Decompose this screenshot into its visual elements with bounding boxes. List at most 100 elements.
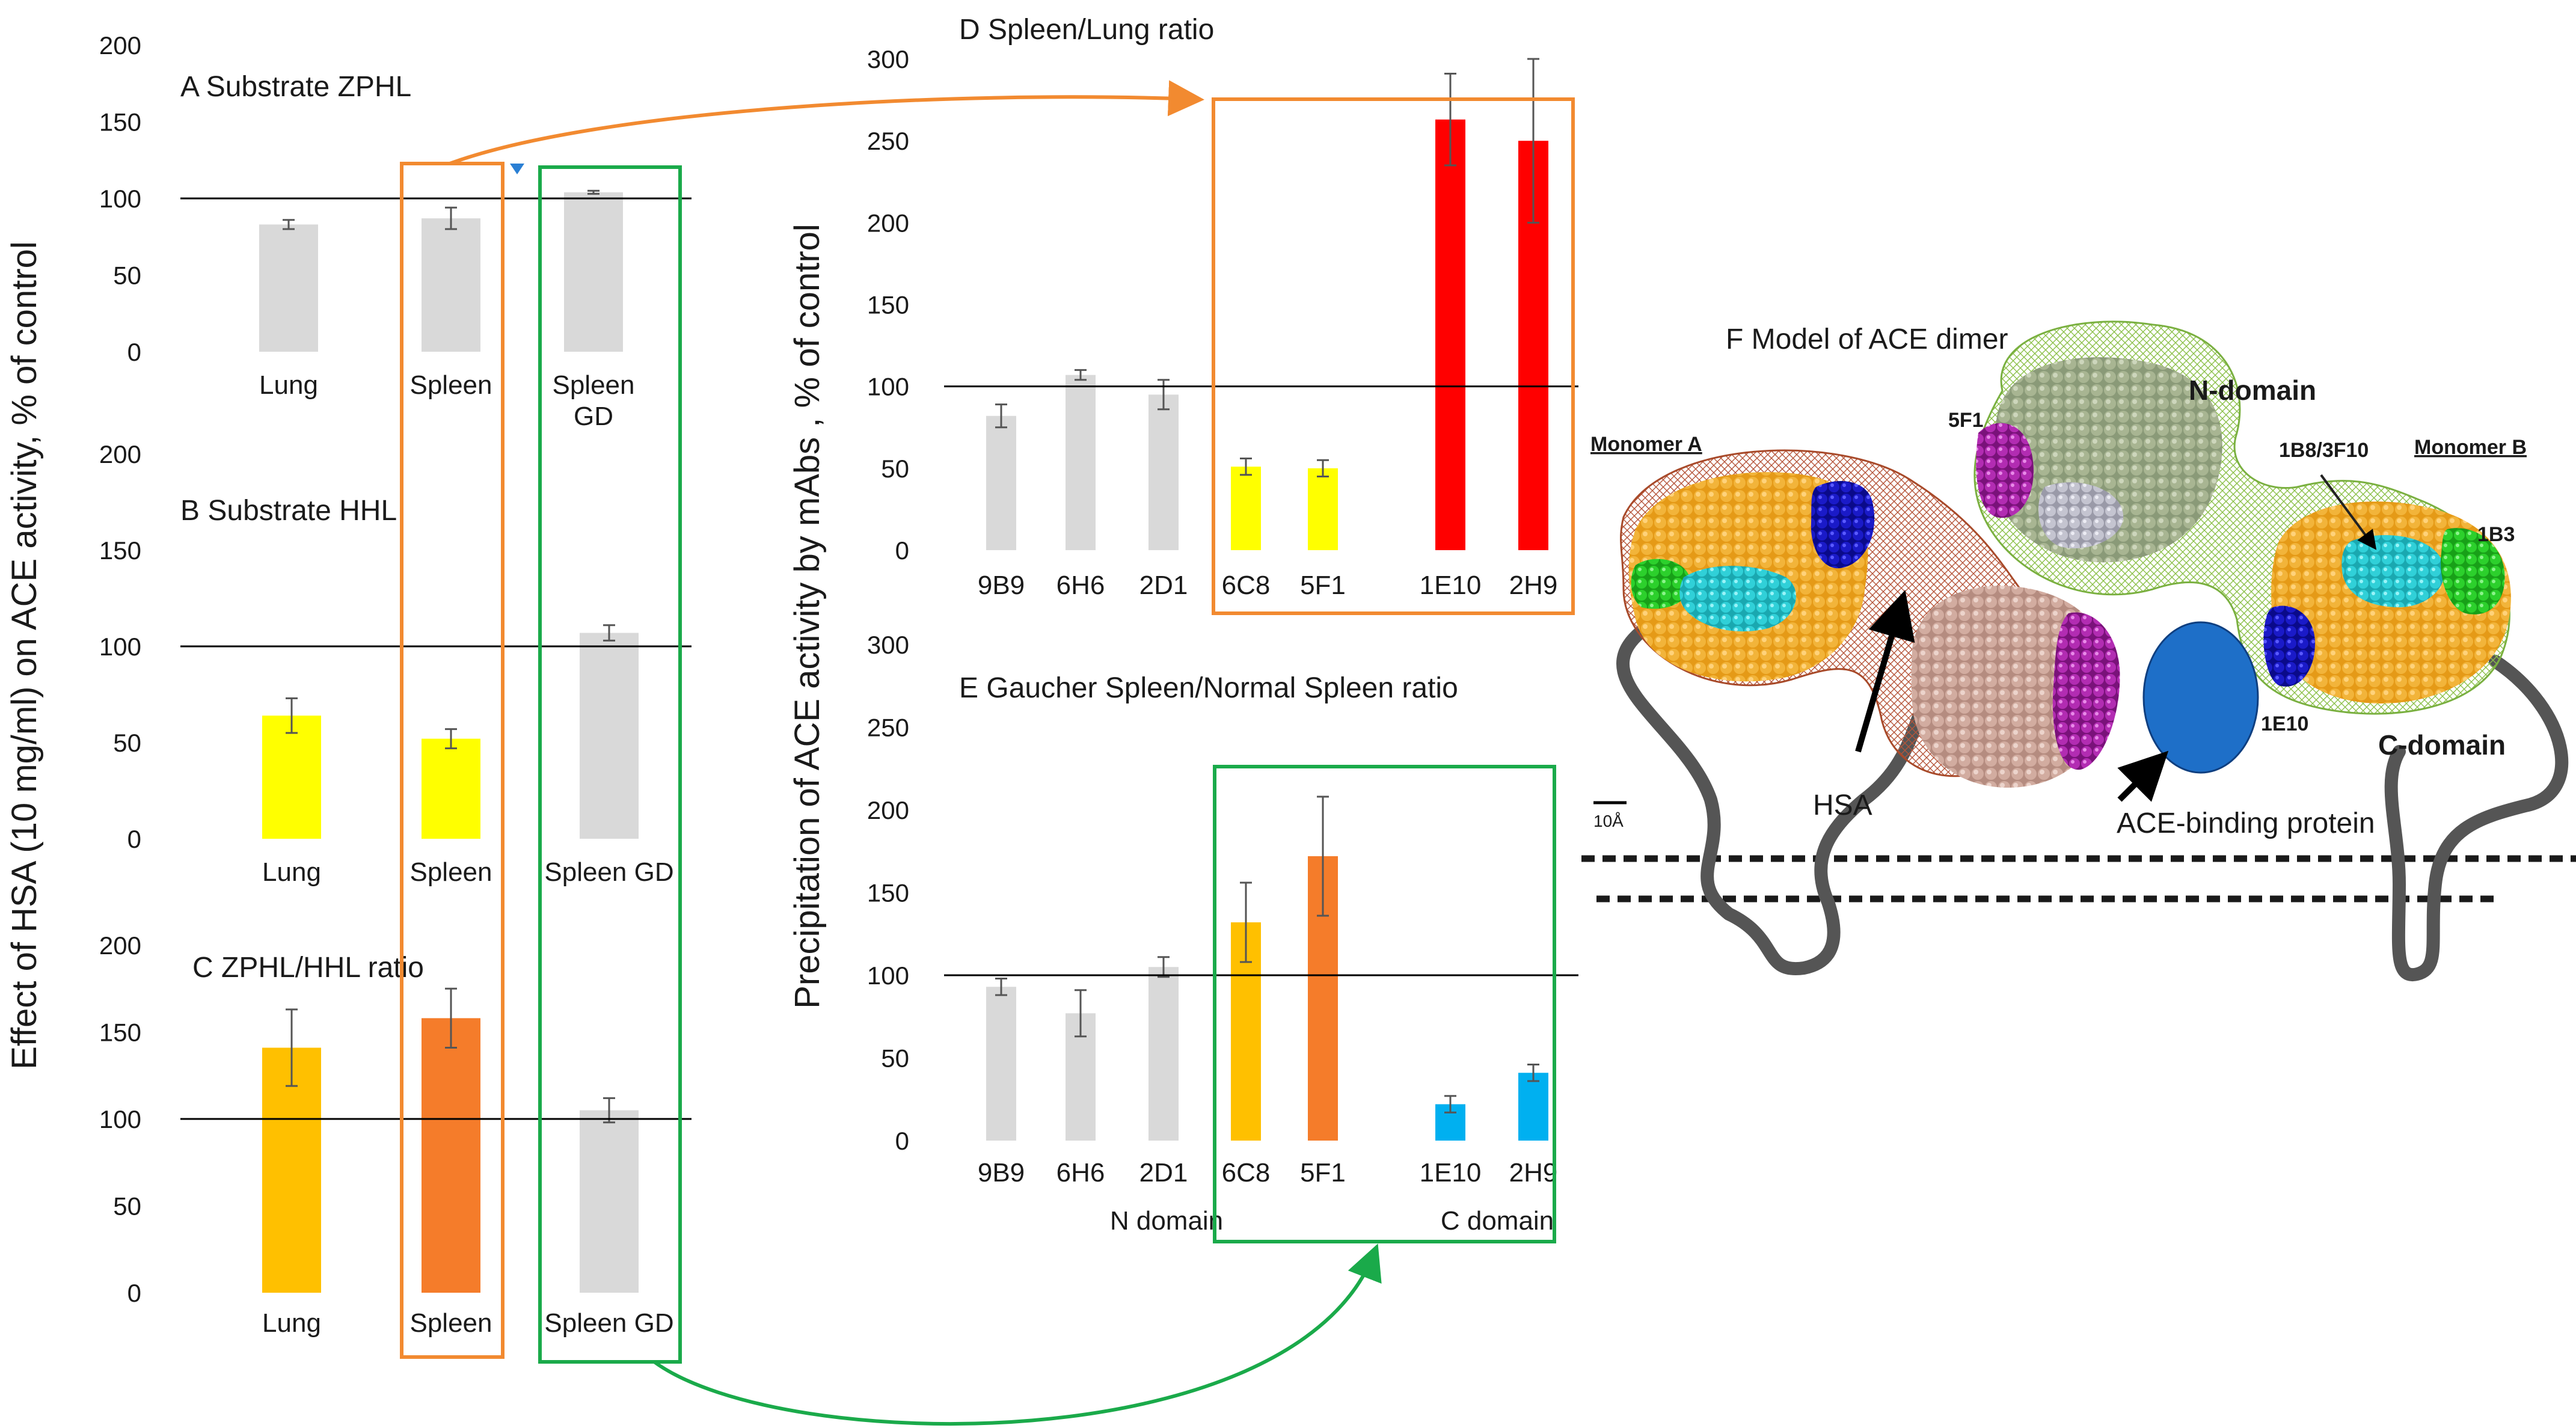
patch-cyan [2341,535,2445,607]
ace-binding-protein-shape [2142,621,2259,774]
highlight-spleen-gd-column [538,165,682,1364]
y-tick-label: 200 [99,31,141,60]
bar [262,1047,321,1293]
category-label: Spleen [409,370,492,400]
arrow-1b8 [2320,474,2377,550]
y-tick-label: 200 [99,931,141,960]
y-tick-label: 200 [867,796,909,824]
category-label: Spleen GD [544,1308,673,1338]
ylabel-mid: Precipitation of ACE activity by mAbs , … [788,224,827,1009]
arrow-orange [449,80,1204,165]
chart-D: D Spleen/Lung ratio 0501001502002503009B… [867,14,1578,600]
bar [986,415,1016,550]
category-label: 5F1 [1300,1158,1346,1187]
label-c-domain: C-domain [2378,729,2506,761]
y-tick-label: 50 [113,729,141,757]
label-n-domain: N-domain [2189,375,2316,406]
label-ace-binding-protein: ACE-binding protein [2117,807,2375,839]
bar [986,987,1016,1141]
patch-green [2441,528,2505,614]
label-1b3: 1B3 [2477,523,2515,546]
label-1b8-3f10: 1B8/3F10 [2279,439,2369,462]
category-label: Spleen [409,1308,492,1338]
y-tick-label: 100 [99,185,141,213]
chart-title: E Gaucher Spleen/Normal Spleen ratio [959,672,1458,704]
y-tick-label: 200 [99,440,141,468]
bar [1066,375,1096,550]
category-label: Lung [259,370,318,400]
bar [1308,468,1338,550]
category-label: 1E10 [1420,1158,1482,1187]
category-label: 9B9 [978,1158,1025,1187]
category-label: GD [574,402,613,431]
model-title: F Model of ACE dimer [1726,323,2008,355]
label-monomer-a: Monomer A [1590,433,1702,456]
bar [564,192,623,352]
chart-title: B Substrate HHL [180,495,397,527]
patch-green [1631,559,1691,609]
stalk-left [1616,613,1937,976]
patch-purple [2052,612,2120,770]
category-label: 6C8 [1222,1158,1271,1187]
y-tick-label: 0 [895,536,909,565]
bar [1231,467,1261,550]
bar [1148,967,1179,1141]
scale-bar-label: 10Å [1593,812,1624,830]
ace-dimer-model: F Model of ACE dimer [1581,320,2576,981]
bar [422,738,480,839]
category-label: Lung [262,857,321,887]
bar [259,224,318,352]
category-label: 2D1 [1139,571,1188,600]
y-tick-label: 300 [867,45,909,73]
category-label: 6H6 [1056,1158,1105,1187]
group-label-c-domain: C domain [1441,1206,1554,1236]
arrow-green [653,1243,1382,1426]
y-tick-label: 100 [867,373,909,401]
y-tick-label: 0 [895,1127,909,1155]
arrow-hsa [1855,590,1915,753]
y-tick-label: 100 [867,961,909,990]
category-label: 9B9 [978,571,1025,600]
y-tick-label: 250 [867,714,909,742]
chart-title: A Substrate ZPHL [180,71,411,103]
marker-triangle [510,164,524,174]
category-label: 2H9 [1509,571,1558,600]
label-5f1: 5F1 [1948,409,1984,432]
y-tick-label: 150 [99,108,141,136]
bar [580,1110,639,1293]
chart-title: D Spleen/Lung ratio [959,14,1214,46]
y-tick-label: 100 [99,1105,141,1133]
y-tick-label: 100 [99,633,141,661]
bar [1518,1073,1548,1141]
y-tick-label: 0 [127,338,141,366]
arrow-abp [2117,750,2169,802]
category-label: Spleen [409,857,492,887]
y-tick-label: 150 [99,536,141,565]
y-tick-label: 200 [867,209,909,237]
patch-blue [2263,605,2315,687]
bar [580,633,639,839]
y-tick-label: 0 [127,1279,141,1307]
label-hsa: HSA [1813,789,1872,821]
patch-grey [2038,482,2124,548]
label-1e10: 1E10 [2261,712,2308,735]
bar [1148,394,1179,550]
patch-purple [1976,423,2034,518]
category-label: 5F1 [1300,571,1346,600]
y-tick-label: 50 [113,262,141,290]
category-label: 6H6 [1056,571,1105,600]
category-label: Spleen [552,370,634,400]
label-monomer-b: Monomer B [2414,436,2527,459]
y-tick-label: 150 [867,291,909,319]
patch-cyan [1679,566,1796,632]
category-label: Lung [262,1308,321,1338]
bar [1435,119,1465,551]
y-tick-label: 150 [867,879,909,907]
chart-title: C ZPHL/HHL ratio [192,952,424,984]
bar [262,716,321,839]
bar [422,218,480,352]
stalk-right [2384,655,2569,981]
y-tick-label: 50 [881,455,909,483]
